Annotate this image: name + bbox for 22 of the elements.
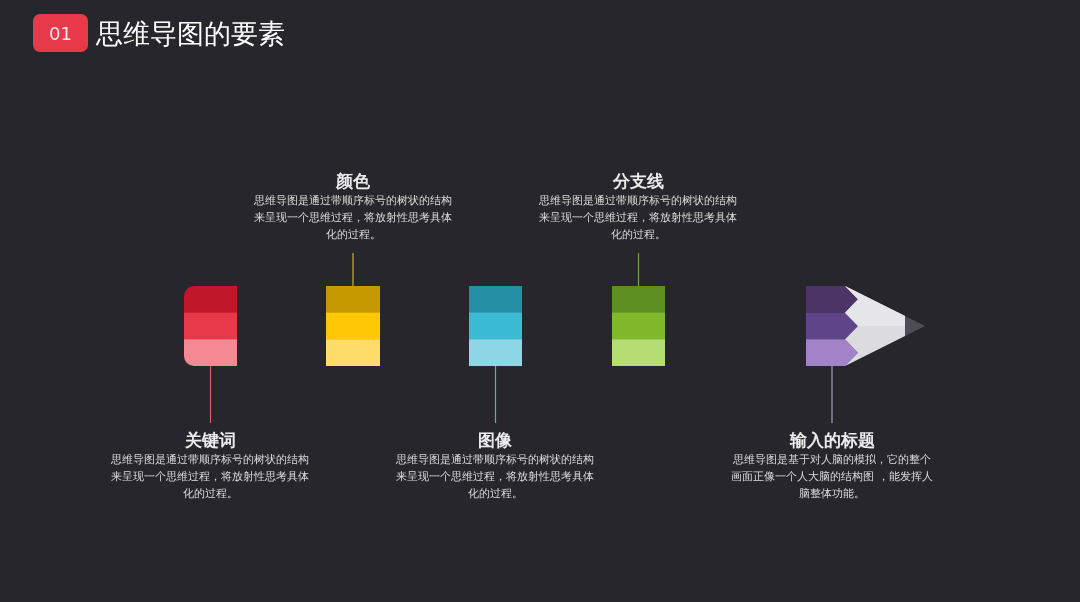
leader-line [352, 252, 354, 287]
title: 思维导图的要素 [96, 18, 285, 50]
description: 思维导图是通过带顺序标号的树状的结构来呈现一个思维过程，将放射性思考具体化的过程。 [538, 193, 738, 243]
description: 思维导图是通过带顺序标号的树状的结构来呈现一个思维过程，将放射性思考具体化的过程。 [110, 452, 310, 502]
heading: 图像 [478, 429, 512, 451]
heading: 分支线 [612, 170, 664, 192]
leader-line [494, 365, 497, 424]
pencil-segment [184, 286, 237, 366]
number-badge: 01 [33, 14, 88, 52]
description: 思维导图是基于对人脑的模拟，它的整个画面正像一个人大脑的结构图 ，能发挥人脑整体功能。 [730, 452, 934, 502]
pencil-segment [469, 286, 522, 366]
pencil-segment [612, 286, 665, 366]
leader-line [831, 365, 833, 424]
leader-line [637, 252, 640, 287]
heading: 输入的标题 [789, 429, 875, 451]
leader-line [209, 365, 212, 424]
description: 思维导图是通过带顺序标号的树状的结构来呈现一个思维过程，将放射性思考具体化的过程。 [253, 193, 453, 243]
description: 思维导图是通过带顺序标号的树状的结构来呈现一个思维过程，将放射性思考具体化的过程。 [395, 452, 595, 502]
heading: 颜色 [336, 170, 370, 192]
pencil-segment [806, 286, 858, 366]
heading: 关键词 [184, 429, 236, 451]
pencil-segment [326, 286, 380, 366]
